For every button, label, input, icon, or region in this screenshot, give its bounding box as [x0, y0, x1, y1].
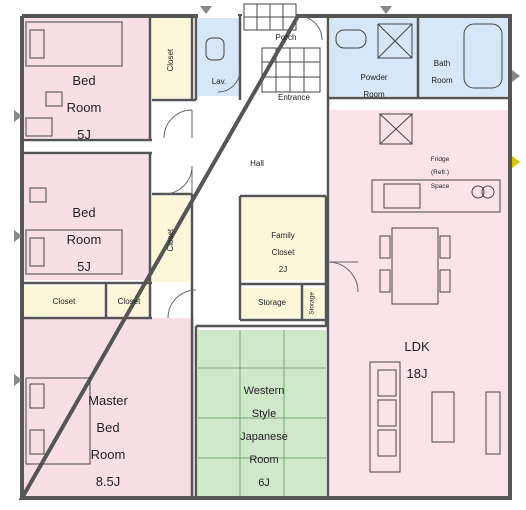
ldk-floor [330, 110, 508, 496]
powder-room-floor [330, 18, 418, 96]
window-markers [14, 6, 520, 386]
kitchen-sink-icon [383, 183, 421, 209]
dining-table-icon [391, 227, 439, 305]
japanese-room-floor [198, 330, 326, 496]
master-bed-icon [25, 377, 91, 465]
walls [18, 14, 512, 500]
closet-3-floor [24, 286, 104, 316]
kitchen-counter-icon [371, 179, 501, 213]
coffee-table-icon [431, 391, 455, 443]
washer-icon [377, 23, 413, 59]
door-swings [163, 15, 359, 319]
tatami-grid [198, 330, 326, 496]
stove-icon [471, 185, 485, 199]
bathtub-icon [463, 23, 503, 89]
bed-1-icon [25, 21, 123, 67]
sofa-icon [369, 361, 401, 473]
bed-2-icon [25, 229, 123, 275]
bath-room-floor [418, 18, 508, 96]
storage-floor [242, 288, 300, 318]
bed-room-2-floor [24, 155, 150, 280]
family-closet-floor [242, 198, 324, 280]
toilet-icon [205, 37, 225, 61]
storage-small-floor [304, 288, 324, 318]
desk-2-icon [29, 187, 47, 203]
bed-room-1-floor [24, 18, 150, 138]
inner-walls [22, 16, 510, 498]
laundry-box-icon [379, 113, 413, 145]
lavatory-floor [198, 18, 240, 96]
closet-1-floor [152, 18, 190, 98]
furniture [25, 21, 503, 473]
sink-icon [335, 29, 367, 49]
desk-1-icon [45, 91, 63, 107]
tv-icon [485, 391, 501, 455]
